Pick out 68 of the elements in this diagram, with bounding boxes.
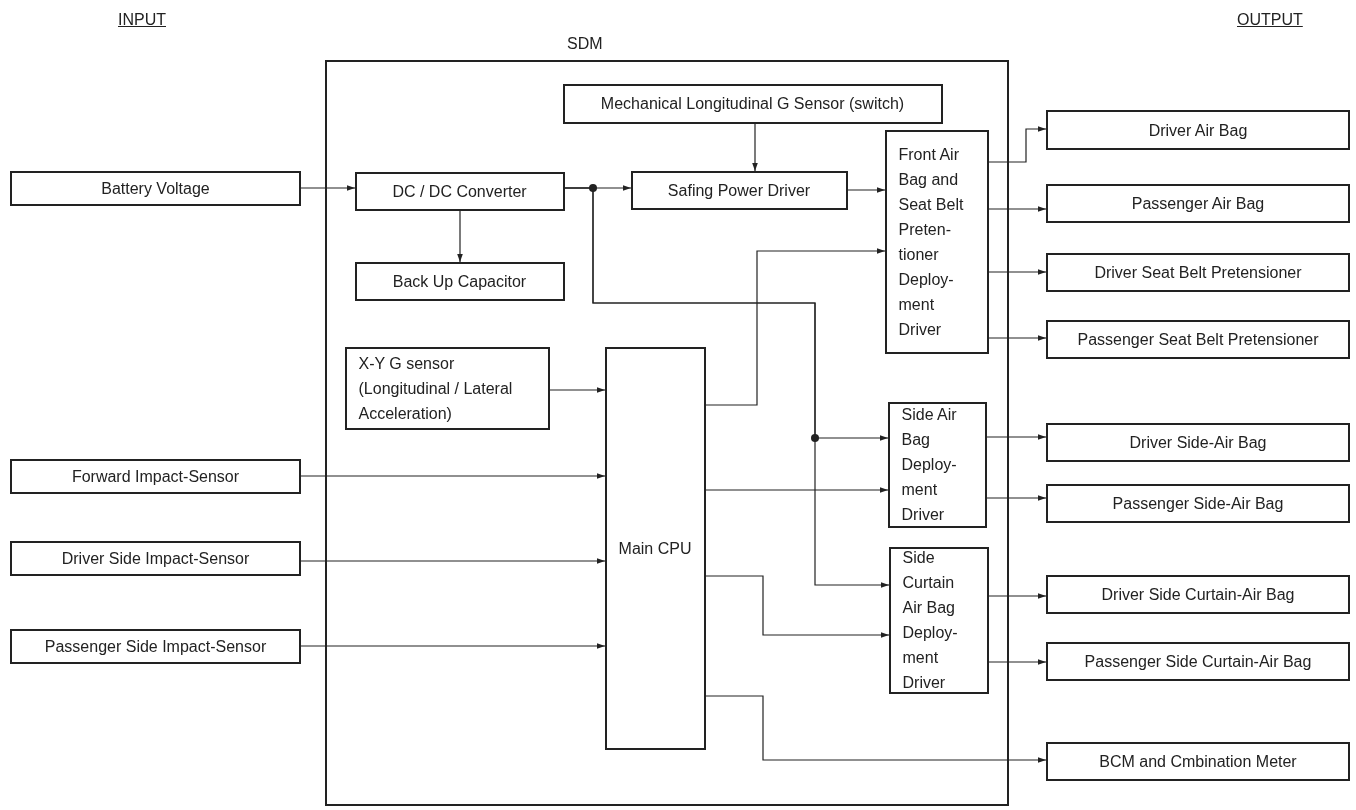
block-label: Forward Impact-Sensor <box>71 467 240 487</box>
connector-arrow <box>564 187 890 588</box>
connector-arrow <box>988 269 1047 275</box>
connector-arrow <box>300 643 606 649</box>
block-label: Mechanical Longitudinal G Sensor (switch) <box>600 94 905 114</box>
block-box <box>1046 320 1350 359</box>
connector-arrow <box>300 185 356 191</box>
block-label: Side Curtain Air Bag Deploy- ment Driver <box>902 548 959 693</box>
connector-arrow <box>847 187 886 193</box>
connector-arrow <box>752 123 758 172</box>
block-box <box>1046 742 1350 781</box>
connector-arrow <box>457 210 463 263</box>
block-box <box>887 401 987 528</box>
block-box <box>1046 642 1350 681</box>
connector-arrow <box>986 434 1047 440</box>
block-box <box>630 170 848 210</box>
connector-arrow <box>988 659 1047 665</box>
block-label: DC / DC Converter <box>392 181 527 202</box>
block-label: Passenger Side-Air Bag <box>1112 494 1284 514</box>
connector-arrow <box>705 487 889 493</box>
block-label: Driver Side Curtain-Air Bag <box>1101 585 1295 605</box>
block-label: BCM and Cmbination Meter <box>1099 752 1297 772</box>
block-label: Safing Power Driver <box>667 180 811 201</box>
connector-arrow <box>988 593 1047 599</box>
block-box <box>1046 423 1350 462</box>
block-box <box>354 261 565 301</box>
block-label: Driver Side Impact-Sensor <box>61 549 250 569</box>
block-box <box>10 459 301 494</box>
block-box <box>344 346 550 430</box>
block-label: Battery Voltage <box>101 179 210 199</box>
block-box <box>1046 184 1350 223</box>
connector-arrow <box>705 695 1047 763</box>
block-box <box>604 346 706 750</box>
block-box <box>1046 253 1350 292</box>
block-label: Front Air Bag and Seat Belt Preten- tioner Deploy- ment Driver <box>898 144 965 340</box>
connector-arrow <box>986 495 1047 501</box>
block-label: Back Up Capacitor <box>392 271 527 292</box>
block-box <box>1046 110 1350 150</box>
connector-arrow <box>705 248 886 406</box>
connector-arrow <box>705 575 890 638</box>
connector-arrow <box>300 473 606 479</box>
block-label: Main CPU <box>618 538 692 559</box>
block-box <box>354 171 565 211</box>
block-label: Side Air Bag Deploy- ment Driver <box>901 405 958 525</box>
block-box <box>1046 484 1350 523</box>
connector-arrow <box>549 387 606 393</box>
block-box <box>10 629 301 664</box>
block-label: Driver Seat Belt Pretensioner <box>1094 263 1302 283</box>
block-box <box>10 541 301 576</box>
connector-arrow <box>988 126 1047 163</box>
block-label: Driver Air Bag <box>1148 120 1248 141</box>
connector-arrow <box>988 335 1047 341</box>
block-box <box>1046 575 1350 614</box>
section-heading: INPUT <box>118 10 166 30</box>
block-label: X-Y G sensor (Longitudinal / Lateral Acceleration) <box>358 353 514 424</box>
section-heading: OUTPUT <box>1237 10 1303 30</box>
block-label: Passenger Air Bag <box>1131 194 1265 214</box>
block-box <box>884 129 989 354</box>
block-label: Passenger Side Curtain-Air Bag <box>1084 652 1312 672</box>
connector-arrow <box>300 558 606 564</box>
block-box <box>10 171 301 206</box>
module-title: SDM <box>567 34 603 54</box>
block-label: Passenger Seat Belt Pretensioner <box>1077 330 1319 350</box>
block-box <box>562 83 943 124</box>
block-label: Driver Side-Air Bag <box>1129 433 1267 453</box>
connector-arrow <box>988 206 1047 212</box>
block-label: Passenger Side Impact-Sensor <box>44 637 267 657</box>
block-box <box>888 546 989 694</box>
